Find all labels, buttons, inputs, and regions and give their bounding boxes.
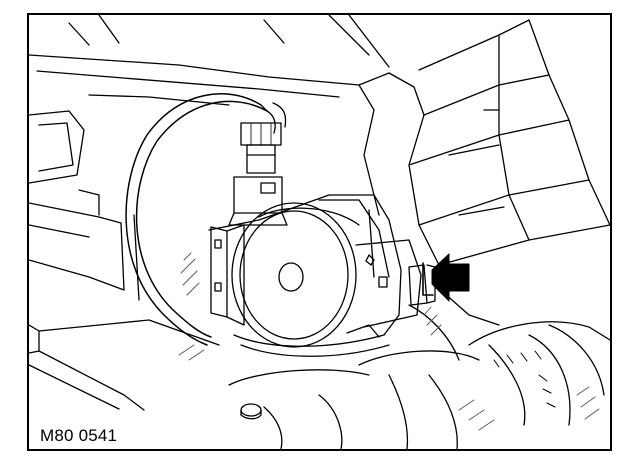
locating-arrow-icon [422, 253, 470, 302]
side-panel [408, 19, 610, 266]
blower-motor-assembly [208, 194, 422, 357]
lower-duct [228, 284, 610, 449]
unit-connector [228, 176, 288, 226]
upper-connector [240, 122, 282, 174]
figure-reference-code: M80 0541 [37, 426, 121, 446]
wiring-harness [125, 93, 287, 346]
technical-illustration [29, 15, 610, 449]
shading-hatch [178, 252, 600, 431]
retaining-clip [408, 264, 436, 306]
lower-tray [29, 189, 220, 411]
upper-housing [29, 15, 440, 266]
diagram-frame: M80 0541 [27, 13, 612, 451]
